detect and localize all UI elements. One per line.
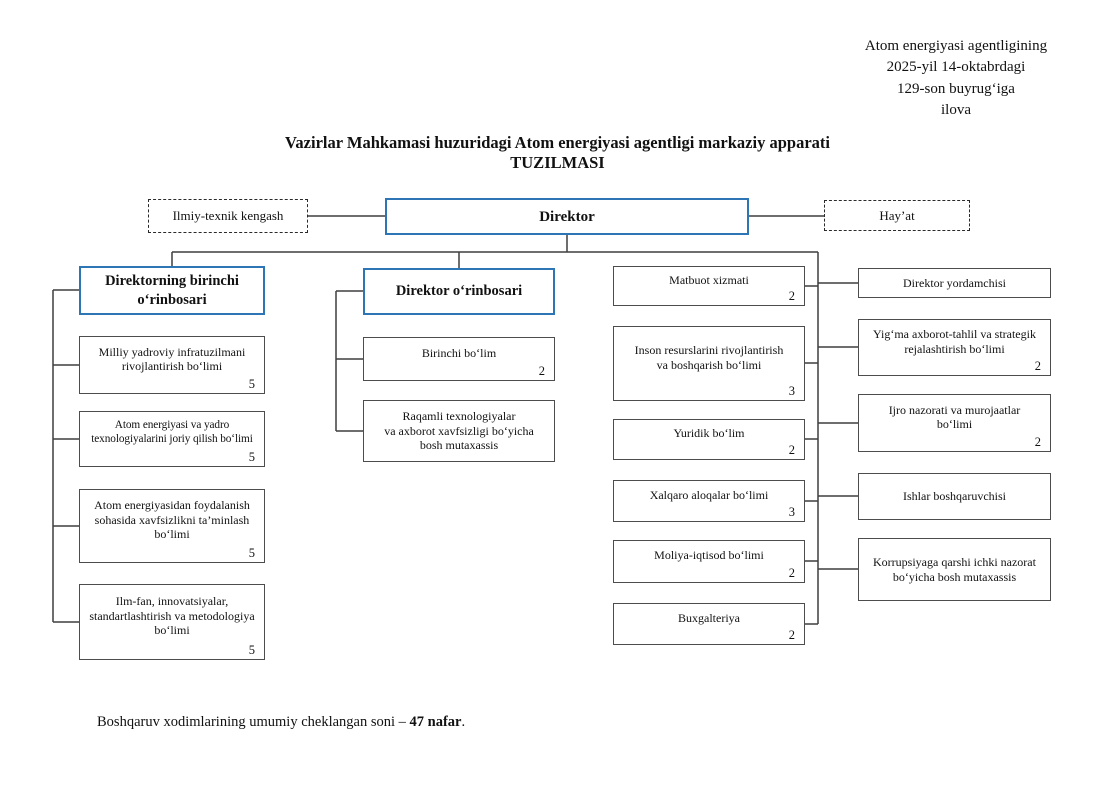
org-box-ilmiy-texnik-kengash: Ilmiy-texnik kengash xyxy=(148,199,308,233)
org-box-label: Ishlar boshqaruvchisi xyxy=(903,489,1006,504)
org-box-label: Birinchi bo‘lim xyxy=(421,345,497,360)
org-box-label: Atom energiyasidan foydalanish sohasida … xyxy=(94,498,250,542)
org-box-buxgalteriya: Buxgalteriya 2 xyxy=(613,603,805,645)
org-box-count: 2 xyxy=(788,566,795,580)
org-box-inson-resurslari: Inson resurslarini rivojlantirish va bos… xyxy=(613,326,805,401)
org-box-ishlar-boshqaruvchisi: Ishlar boshqaruvchisi xyxy=(858,473,1051,520)
org-box-korrupsiyaga-qarshi: Korrupsiyaga qarshi ichki nazorat bo‘yic… xyxy=(858,538,1051,601)
org-box-direktor-orinbosari: Direktor o‘rinbosari xyxy=(363,268,555,315)
org-box-count: 2 xyxy=(1034,359,1041,373)
org-box-count: 3 xyxy=(788,505,795,519)
org-box-raqamli-texnologiyalar: Raqamli texnologiyalar va axborot xavfsi… xyxy=(363,400,555,462)
staff-total-prefix: Boshqaruv xodimlarining umumiy cheklanga… xyxy=(97,714,410,730)
org-box-xalqaro-aloqalar: Xalqaro aloqalar bo‘limi 3 xyxy=(613,480,805,522)
org-box-label: Xalqaro aloqalar bo‘limi xyxy=(649,487,769,502)
org-box-milliy-yadroviy-infratuzilma: Milliy yadroviy infratuzilmani rivojlant… xyxy=(79,336,265,394)
org-box-label: Buxgalteriya xyxy=(678,610,740,625)
org-box-yuridik-bolim: Yuridik bo‘lim 2 xyxy=(613,419,805,460)
org-box-label: Raqamli texnologiyalar va axborot xavfsi… xyxy=(384,409,534,453)
org-box-xavfsizlikni-taminlash: Atom energiyasidan foydalanish sohasida … xyxy=(79,489,265,563)
org-box-label: Ilm-fan, innovatsiyalar, standartlashtir… xyxy=(89,594,255,638)
connector-path xyxy=(52,215,858,625)
org-box-birinchi-bolim: Birinchi bo‘lim 2 xyxy=(363,337,555,381)
org-box-label: Inson resurslarini rivojlantirish va bos… xyxy=(634,343,784,372)
org-box-label: Ilmiy-texnik kengash xyxy=(172,208,284,224)
org-box-hayat: Hay’at xyxy=(824,200,970,231)
org-box-count: 2 xyxy=(1034,435,1041,449)
staff-total-suffix: . xyxy=(461,714,466,730)
org-box-label: Direktor yordamchisi xyxy=(903,275,1006,290)
org-box-label: Korrupsiyaga qarshi ichki nazorat bo‘yic… xyxy=(873,555,1036,584)
org-box-label: Yig‘ma axborot-tahlil va strategik rejal… xyxy=(873,327,1036,356)
org-box-label: Direktor o‘rinbosari xyxy=(395,283,523,300)
org-box-count: 5 xyxy=(248,450,255,464)
org-box-direktorning-birinchi-orinbosari: Direktorning birinchi o‘rinbosari xyxy=(79,266,265,315)
org-box-count: 5 xyxy=(248,643,255,657)
org-box-label: Matbuot xizmati xyxy=(669,272,749,287)
order-note: Atom energiyasi agentligining 2025-yil 1… xyxy=(864,38,1048,118)
org-box-ilm-fan-innovatsiyalar: Ilm-fan, innovatsiyalar, standartlashtir… xyxy=(79,584,265,660)
org-box-ijro-nazorati: Ijro nazorati va murojaatlar bo‘limi 2 xyxy=(858,394,1051,452)
page-title: Vazirlar Mahkamasi huzuridagi Atom energ… xyxy=(0,133,1115,173)
page-title-line1: Vazirlar Mahkamasi huzuridagi Atom energ… xyxy=(285,133,830,152)
org-box-count: 2 xyxy=(788,289,795,303)
org-box-count: 2 xyxy=(788,628,795,642)
org-box-label: Hay’at xyxy=(879,207,915,223)
org-box-yigma-axborot-tahlil: Yig‘ma axborot-tahlil va strategik rejal… xyxy=(858,319,1051,376)
org-box-matbuot-xizmati: Matbuot xizmati 2 xyxy=(613,266,805,306)
staff-total-note: Boshqaruv xodimlarining umumiy cheklanga… xyxy=(97,714,465,731)
org-box-direktor: Direktor xyxy=(385,198,749,235)
org-box-label: Direktor xyxy=(539,208,595,225)
org-box-label: Ijro nazorati va murojaatlar bo‘limi xyxy=(888,402,1021,431)
org-box-label: Atom energiyasi va yadro texnologiyalari… xyxy=(91,419,253,445)
staff-total-number: 47 nafar xyxy=(409,714,462,730)
org-box-direktor-yordamchisi: Direktor yordamchisi xyxy=(858,268,1051,298)
page-title-line2: TUZILMASI xyxy=(510,152,605,172)
org-box-count: 5 xyxy=(248,546,255,560)
org-box-label: Direktorning birinchi o‘rinbosari xyxy=(105,273,239,308)
org-box-count: 3 xyxy=(788,384,795,398)
org-box-atom-energiyasi-va-yadro: Atom energiyasi va yadro texnologiyalari… xyxy=(79,411,265,467)
org-box-label: Yuridik bo‘lim xyxy=(673,426,745,441)
org-box-count: 5 xyxy=(248,377,255,391)
org-box-label: Milliy yadroviy infratuzilmani rivojlant… xyxy=(98,344,246,373)
org-box-moliya-iqtisod: Moliya-iqtisod bo‘limi 2 xyxy=(613,540,805,583)
org-box-count: 2 xyxy=(788,443,795,457)
org-box-count: 2 xyxy=(538,364,545,378)
org-box-label: Moliya-iqtisod bo‘limi xyxy=(654,548,764,563)
